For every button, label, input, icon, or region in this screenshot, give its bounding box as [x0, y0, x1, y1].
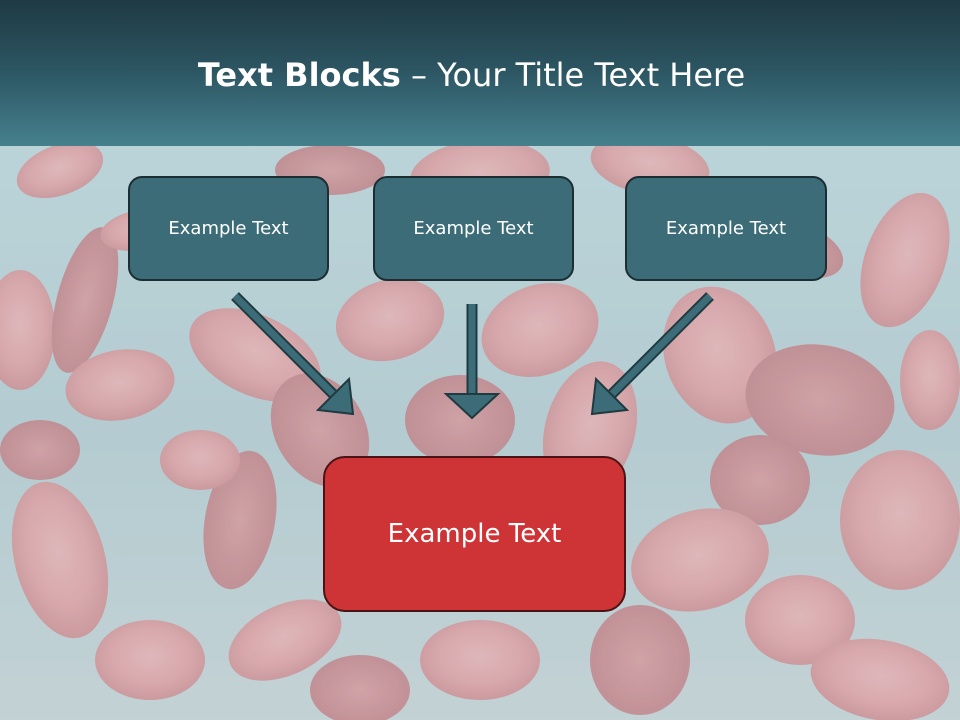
text-block-bottom[interactable]: Example Text [323, 456, 626, 612]
text-block-top-right[interactable]: Example Text [625, 176, 827, 281]
arrow-left [231, 292, 355, 416]
arrow-right [590, 292, 714, 416]
slide-title: Text Blocks – Your Title Text Here [0, 50, 943, 100]
title-bold-part: Text Blocks [197, 56, 401, 94]
title-bar [0, 0, 960, 146]
text-block-top-left[interactable]: Example Text [128, 176, 329, 281]
title-rest-part: – Your Title Text Here [400, 56, 746, 94]
text-block-top-center[interactable]: Example Text [373, 176, 574, 281]
arrow-center [443, 304, 501, 420]
